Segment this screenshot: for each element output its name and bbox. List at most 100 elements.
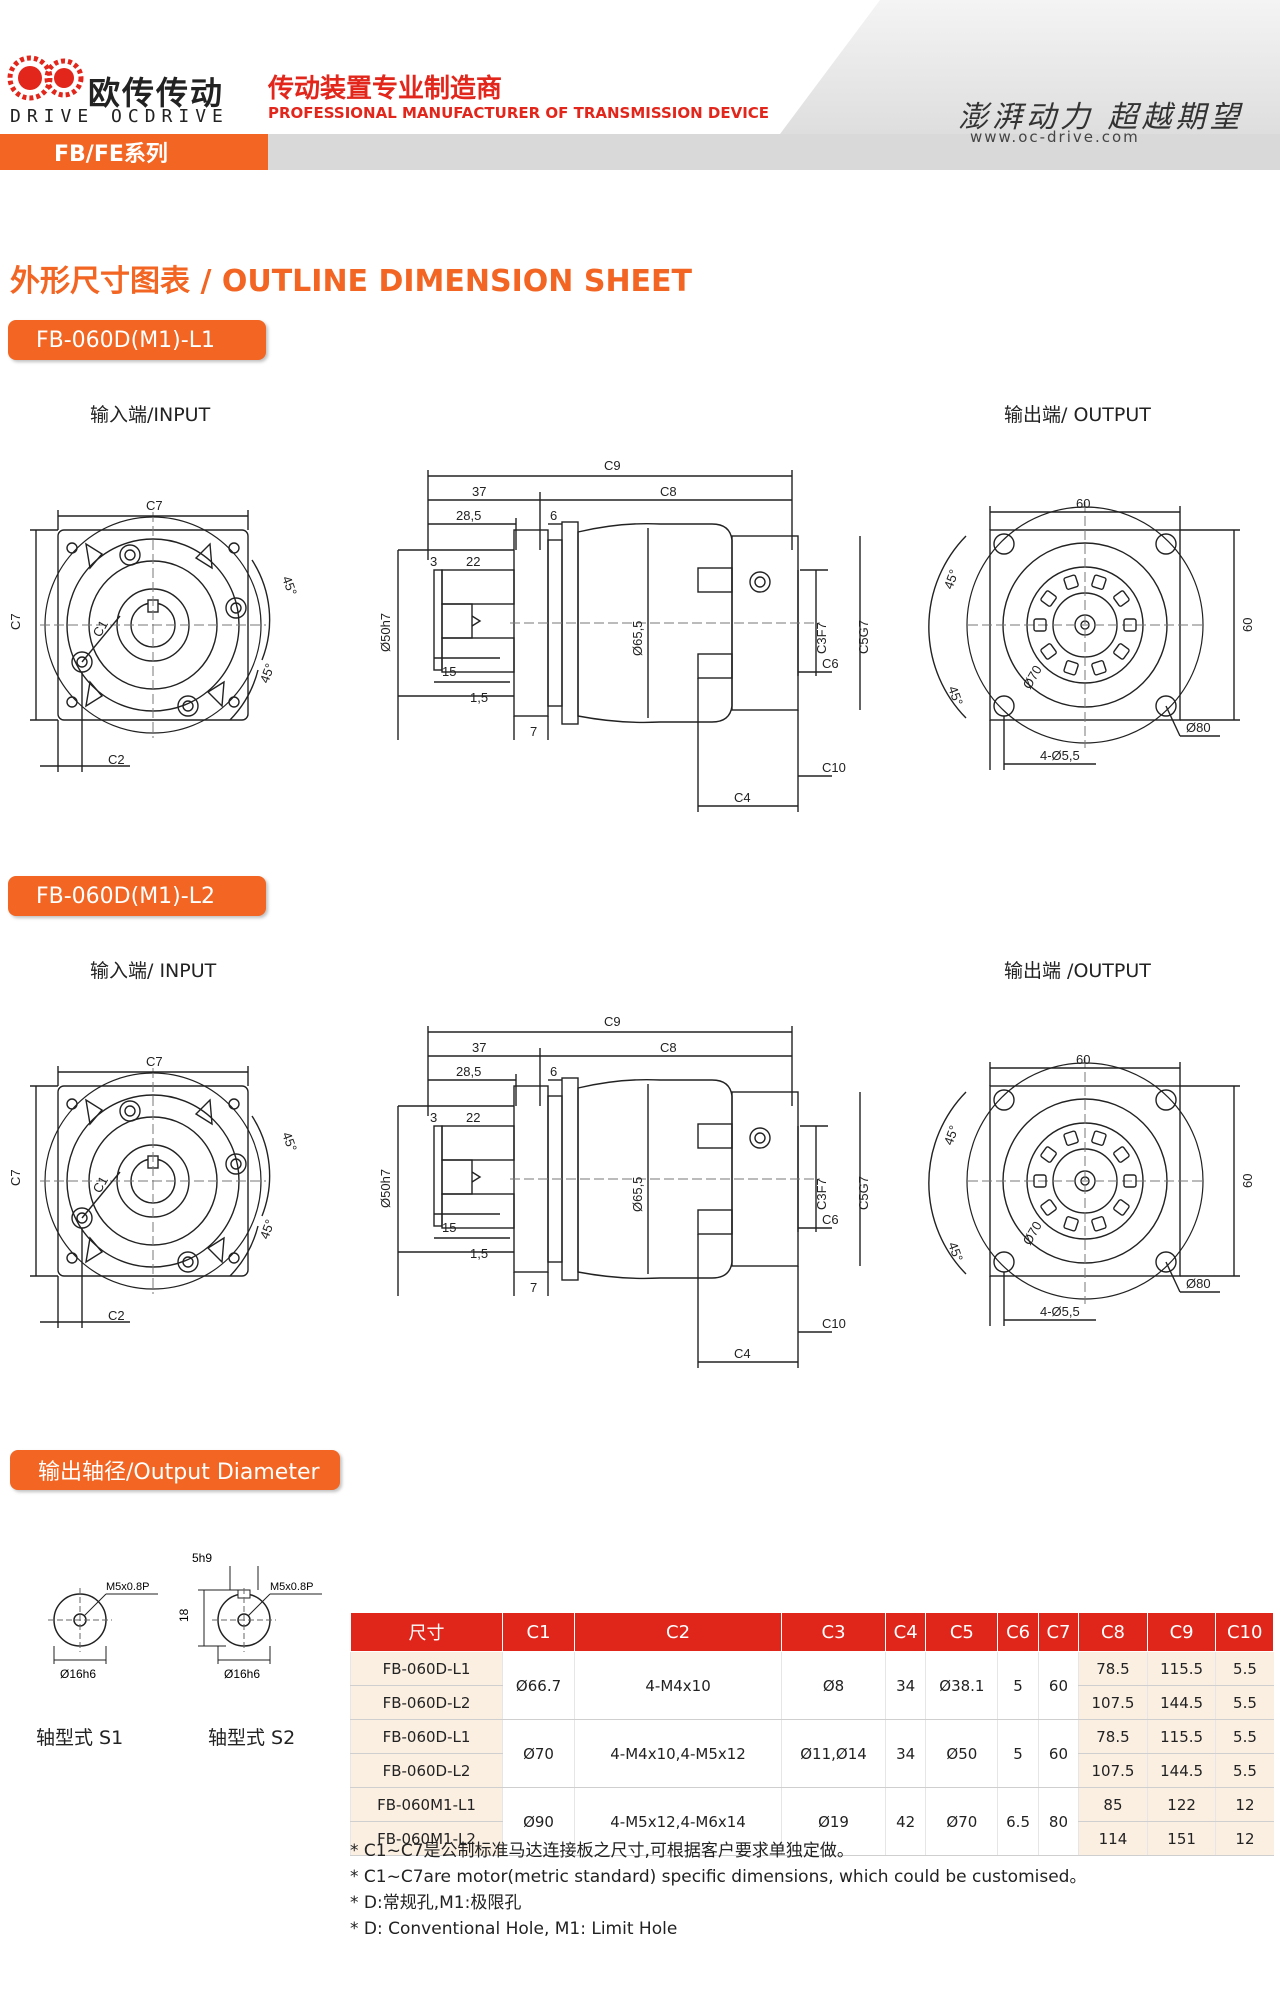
dim-angle-45: 45° (279, 1130, 300, 1154)
dim-7: 7 (530, 724, 537, 739)
dim-out-45a: 45° (941, 1123, 962, 1147)
output-label: 输出端/ OUTPUT (1004, 404, 1151, 426)
table-cell: FB-060D-L1 (349, 1719, 503, 1754)
note-4: * D: Conventional Hole, M1: Limit Hole (350, 1919, 678, 1939)
dim-c9: C9 (604, 1014, 621, 1029)
website: www.oc-drive.com (970, 128, 1140, 146)
dim-c4: C4 (734, 1346, 751, 1361)
dim-out-d80: Ø80 (1186, 720, 1211, 735)
table-cell: 144.5 (1146, 1685, 1216, 1720)
dim-37: 37 (472, 1040, 486, 1055)
output-view (928, 502, 1240, 770)
shaft-s2-drawing: 5h9 18 M5x0.8P Ø16h6 (177, 1551, 322, 1681)
dim-22: 22 (466, 1110, 480, 1125)
table-cell: 107.5 (1078, 1685, 1148, 1720)
notes: * C1~C7是公制标准马达连接板之尺寸,可根据客户要求单独定做。 * C1~C… (350, 1838, 1086, 1942)
dim-d65-5: Ø65,5 (630, 1177, 645, 1212)
input-view (30, 510, 271, 772)
dim-out-60v: 60 (1240, 618, 1255, 632)
dim-6: 6 (550, 508, 557, 523)
table-cell: 78.5 (1078, 1651, 1148, 1686)
model-pill: FB-060D(M1)-L1 (8, 320, 266, 360)
output-label: 输出端 /OUTPUT (1004, 960, 1151, 982)
dim-out-45b: 45° (945, 1240, 966, 1264)
output-slot (1091, 1216, 1107, 1232)
table-cell: Ø11,Ø14 (781, 1719, 886, 1788)
output-slot (1063, 574, 1079, 590)
table-cell: 42 (884, 1787, 926, 1856)
table-cell: Ø38.1 (925, 1651, 998, 1720)
output-slot (1033, 618, 1047, 632)
dim-c4: C4 (734, 790, 751, 805)
table-cell: Ø50 (925, 1719, 998, 1788)
table-cell: FB-060D-L2 (349, 1753, 503, 1788)
dim-out-60: 60 (1076, 496, 1090, 511)
shaft-types-drawing: M5x0.8P Ø16h6 5h9 18 M5x0.8P Ø16h6 (48, 1551, 322, 1681)
table-cell: Ø19 (781, 1787, 886, 1856)
s1-dia-label: Ø16h6 (60, 1667, 96, 1681)
output-slot (1040, 1146, 1057, 1163)
dim-c3: C3F7 (814, 622, 829, 654)
table-cell: 4-M5x12,4-M6x14 (574, 1787, 782, 1856)
output-slot (1040, 643, 1057, 660)
dim-c7: C7 (146, 498, 163, 513)
table-cell: 5.5 (1215, 1753, 1274, 1788)
dim-out-holes: 4-Ø5,5 (1040, 1304, 1080, 1319)
dim-c6: C6 (822, 656, 839, 671)
s1-thread-label: M5x0.8P (106, 1581, 149, 1593)
output-view (928, 1058, 1240, 1326)
dim-6: 6 (550, 1064, 557, 1079)
output-slot (1113, 1146, 1130, 1163)
dim-c7-vertical: C7 (8, 613, 23, 630)
model-pill: FB-060D(M1)-L2 (8, 876, 266, 916)
slogan: 澎湃动力 超越期望 (958, 100, 1244, 135)
dim-out-45b: 45° (945, 684, 966, 708)
dim-angle-45b: 45° (257, 1217, 278, 1241)
dim-out-60v: 60 (1240, 1174, 1255, 1188)
s2-dia-label: Ø16h6 (224, 1667, 260, 1681)
table-cell: 5.5 (1215, 1719, 1274, 1754)
s2-thread-label: M5x0.8P (270, 1581, 313, 1593)
dim-c1: C1 (90, 1174, 111, 1196)
dim-c1: C1 (90, 618, 111, 640)
dim-3: 3 (430, 554, 437, 569)
dim-37: 37 (472, 484, 486, 499)
table-cell: 115.5 (1146, 1719, 1216, 1754)
dim-15: 15 (442, 664, 456, 679)
table-cell: Ø8 (781, 1651, 886, 1720)
table-cell: 5.5 (1215, 1685, 1274, 1720)
technical-drawing: C7 C7 C1 C2 45° 45° C9 37 C8 28,5 6 3 22… (8, 458, 1255, 812)
table-cell: FB-060D-L1 (349, 1651, 503, 1686)
dim-c9: C9 (604, 458, 621, 473)
output-slot (1033, 1174, 1047, 1188)
s2-length-label: 18 (177, 1608, 191, 1622)
table-cell: 34 (884, 1651, 926, 1720)
table-cell: 60 (1037, 1719, 1079, 1788)
diagram-fb-060d-l1: FB-060D(M1)-L1 输入端/INPUT 输出端/ OUTPUT (0, 320, 1280, 820)
output-slot (1091, 574, 1107, 590)
table-cell: 144.5 (1146, 1753, 1216, 1788)
note-3: * D:常规孔,M1:极限孔 (350, 1893, 522, 1913)
output-slot (1091, 1130, 1107, 1146)
technical-drawing: C7 C7 C1 C2 45° 45° C9 37 C8 28,5 6 3 22… (8, 1014, 1255, 1368)
table-header-cell: C1 (502, 1612, 576, 1652)
table-cell: 4-M4x10 (574, 1651, 782, 1720)
dim-out-d70: Ø70 (1020, 663, 1045, 692)
table-header-cell: C9 (1146, 1612, 1217, 1652)
table-cell: FB-060M1-L1 (349, 1787, 503, 1822)
brand-name-cn: 欧传传动 (88, 74, 225, 112)
table-cell: 4-M4x10,4-M5x12 (574, 1719, 782, 1788)
table-cell: Ø70 (502, 1719, 575, 1788)
dim-out-60: 60 (1076, 1052, 1090, 1067)
table-header-cell: C2 (574, 1612, 783, 1652)
shaft-s1-caption: 轴型式 S1 (36, 1727, 124, 1749)
dim-angle-45: 45° (279, 574, 300, 598)
section-title: 外形尺寸图表 / OUTLINE DIMENSION SHEET (10, 264, 693, 299)
dim-c8: C8 (660, 1040, 677, 1055)
table-cell: 5 (997, 1651, 1039, 1720)
